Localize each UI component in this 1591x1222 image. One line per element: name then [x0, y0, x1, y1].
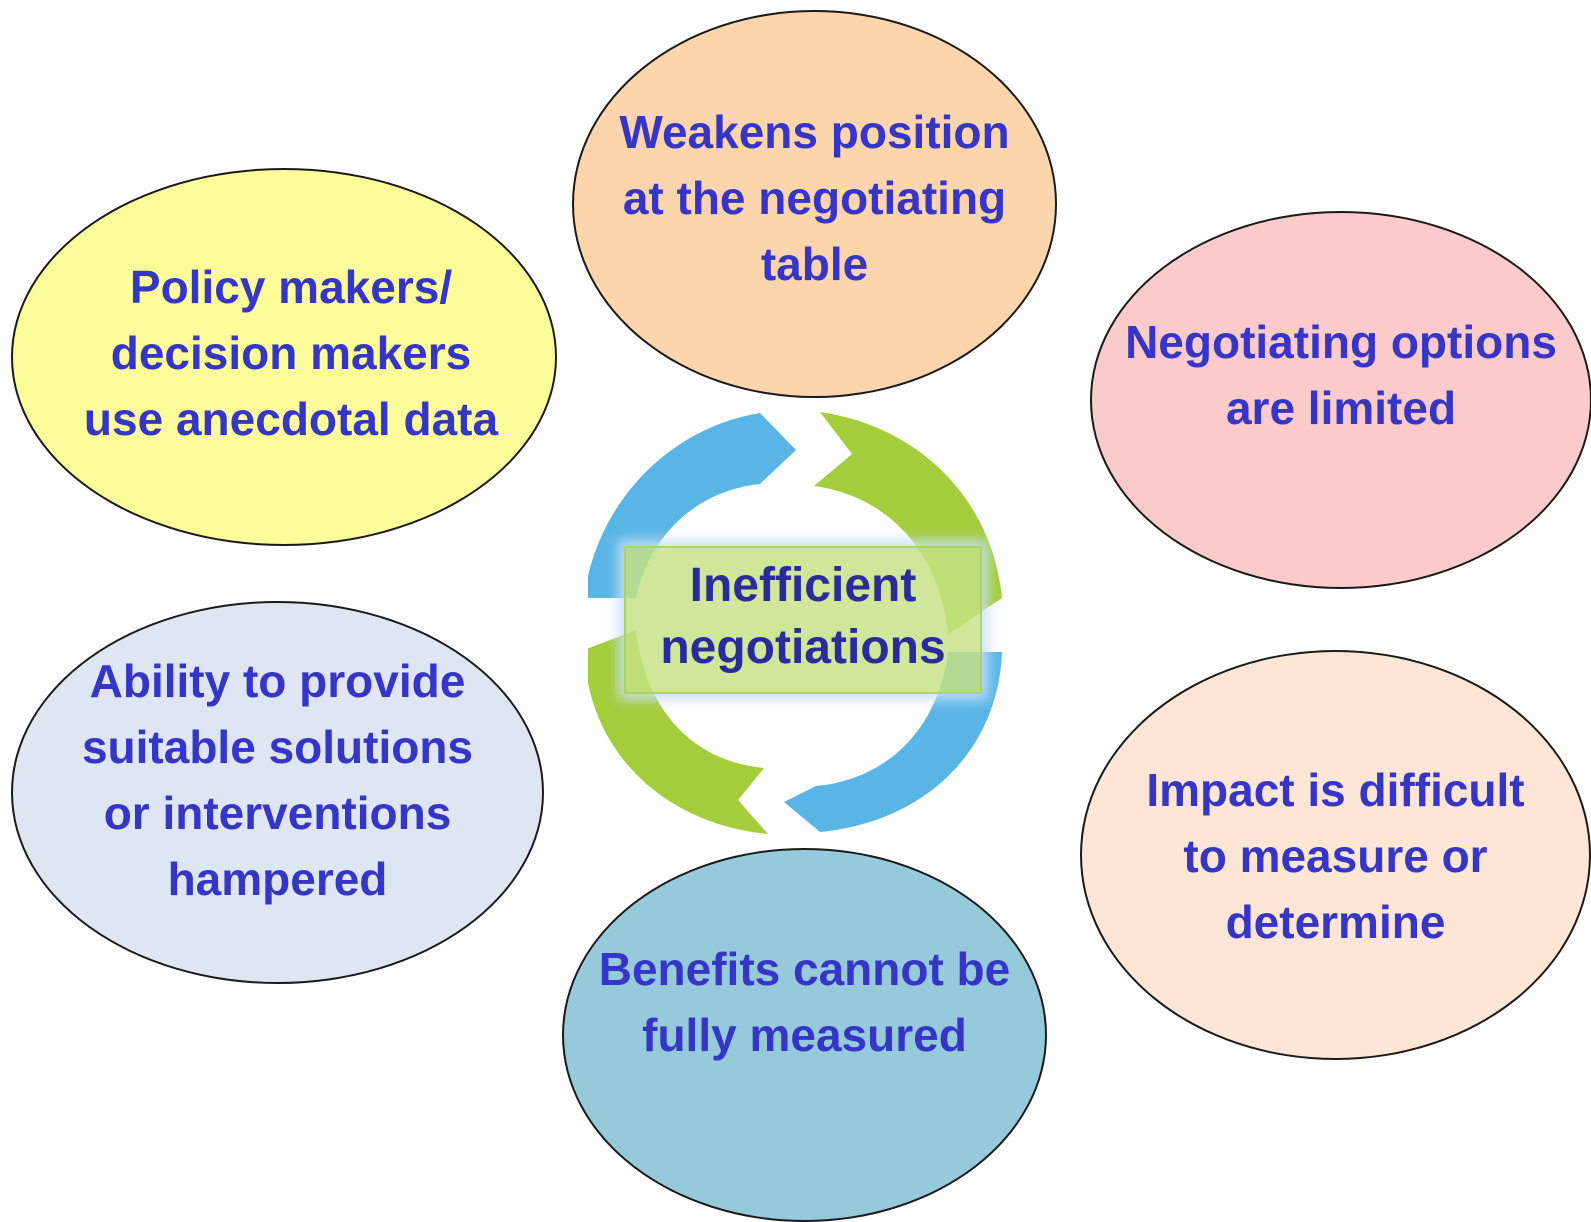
center-topic-label: Inefficient negotiations: [660, 559, 946, 674]
policy-makers-label: Policy makers/ decision makers use anecd…: [83, 261, 499, 445]
impact-measure-node: Impact is difficult to measure or determ…: [1080, 650, 1591, 1060]
ability-solutions-node: Ability to provide suitable solutions or…: [11, 601, 544, 984]
ability-solutions-label: Ability to provide suitable solutions or…: [81, 654, 474, 905]
weakens-position-node: Weakens position at the negotiating tabl…: [572, 10, 1057, 398]
negotiating-options-node: Negotiating options are limited: [1090, 211, 1591, 589]
impact-measure-label: Impact is difficult to measure or determ…: [1146, 764, 1525, 948]
benefits-label: Benefits cannot be fully measured: [598, 943, 1011, 1061]
negotiating-options-label: Negotiating options are limited: [1125, 316, 1557, 434]
cycle-arrow-blue-bottom: [784, 652, 1002, 832]
center-topic-box: Inefficient negotiations: [624, 546, 982, 694]
benefits-node: Benefits cannot be fully measured: [562, 848, 1047, 1222]
policy-makers-node: Policy makers/ decision makers use anecd…: [11, 168, 557, 546]
weakens-position-label: Weakens position at the negotiating tabl…: [619, 106, 1010, 290]
